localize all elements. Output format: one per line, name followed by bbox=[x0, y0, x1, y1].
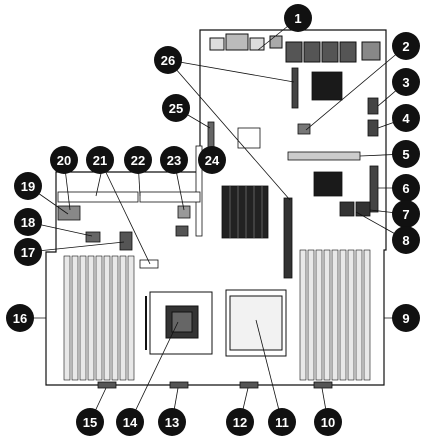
callout-circle bbox=[226, 408, 254, 436]
callout-label: 24 bbox=[205, 153, 220, 168]
callout-label: 23 bbox=[167, 153, 181, 168]
callout-circle bbox=[76, 408, 104, 436]
callout-circle bbox=[162, 94, 190, 122]
callout-circle bbox=[50, 146, 78, 174]
callout-4: 4 bbox=[392, 104, 420, 132]
callout-label: 17 bbox=[21, 245, 35, 260]
callout-label: 13 bbox=[165, 415, 179, 430]
callout-label: 22 bbox=[131, 153, 145, 168]
callout-label: 3 bbox=[402, 75, 409, 90]
processor-socket-1 bbox=[145, 291, 213, 355]
callout-circle bbox=[154, 46, 182, 74]
callout-label: 8 bbox=[402, 233, 409, 248]
callout-label: 10 bbox=[321, 415, 335, 430]
callout-circle bbox=[392, 68, 420, 96]
callout-20: 20 bbox=[50, 146, 78, 174]
callout-label: 7 bbox=[402, 207, 409, 222]
callout-14: 14 bbox=[116, 408, 144, 436]
callout-label: 21 bbox=[93, 153, 107, 168]
callout-8: 8 bbox=[392, 226, 420, 254]
callout-label: 9 bbox=[402, 311, 409, 326]
callout-13: 13 bbox=[158, 408, 186, 436]
callout-10: 10 bbox=[314, 408, 342, 436]
callout-circle bbox=[158, 408, 186, 436]
callout-circle bbox=[284, 4, 312, 32]
board-components bbox=[57, 67, 379, 279]
callout-circle bbox=[392, 174, 420, 202]
callout-21: 21 bbox=[86, 146, 114, 174]
callout-circle bbox=[6, 304, 34, 332]
callout-circle bbox=[392, 200, 420, 228]
callout-circle bbox=[116, 408, 144, 436]
callout-16: 16 bbox=[6, 304, 34, 332]
callout-label: 20 bbox=[57, 153, 71, 168]
callout-circle bbox=[86, 146, 114, 174]
rear-io-connectors bbox=[209, 33, 381, 63]
callout-circle bbox=[314, 408, 342, 436]
callout-circle bbox=[392, 32, 420, 60]
callout-label: 4 bbox=[402, 111, 410, 126]
callout-2: 2 bbox=[392, 32, 420, 60]
callout-label: 5 bbox=[402, 147, 409, 162]
callout-26: 26 bbox=[154, 46, 182, 74]
callout-label: 16 bbox=[13, 311, 27, 326]
callout-circle bbox=[392, 140, 420, 168]
callout-circle bbox=[14, 172, 42, 200]
callout-6: 6 bbox=[392, 174, 420, 202]
callout-circle bbox=[392, 226, 420, 254]
callout-circle bbox=[392, 304, 420, 332]
processor-socket-2 bbox=[225, 289, 287, 357]
callout-7: 7 bbox=[392, 200, 420, 228]
callout-12: 12 bbox=[226, 408, 254, 436]
callout-label: 18 bbox=[21, 215, 35, 230]
callout-label: 6 bbox=[402, 181, 409, 196]
bottom-connectors bbox=[97, 381, 333, 389]
callout-11: 11 bbox=[268, 408, 296, 436]
callout-label: 1 bbox=[294, 11, 301, 26]
callout-label: 2 bbox=[402, 39, 409, 54]
callout-circle bbox=[160, 146, 188, 174]
callout-15: 15 bbox=[76, 408, 104, 436]
callout-19: 19 bbox=[14, 172, 42, 200]
dimm-slots-left bbox=[63, 255, 135, 381]
callout-22: 22 bbox=[124, 146, 152, 174]
callout-label: 25 bbox=[169, 101, 183, 116]
callout-25: 25 bbox=[162, 94, 190, 122]
callout-18: 18 bbox=[14, 208, 42, 236]
callout-circle bbox=[124, 146, 152, 174]
dimm-slots-right bbox=[299, 249, 371, 381]
callout-1: 1 bbox=[284, 4, 312, 32]
callout-label: 15 bbox=[83, 415, 97, 430]
callout-label: 11 bbox=[275, 415, 289, 430]
callout-circle bbox=[198, 146, 226, 174]
callout-circle bbox=[14, 208, 42, 236]
callout-label: 14 bbox=[123, 415, 138, 430]
callout-circle bbox=[392, 104, 420, 132]
callout-circle bbox=[14, 238, 42, 266]
callout-17: 17 bbox=[14, 238, 42, 266]
callout-9: 9 bbox=[392, 304, 420, 332]
callout-5: 5 bbox=[392, 140, 420, 168]
callout-label: 26 bbox=[161, 53, 175, 68]
callout-circle bbox=[268, 408, 296, 436]
callout-23: 23 bbox=[160, 146, 188, 174]
callout-label: 19 bbox=[21, 179, 35, 194]
callout-3: 3 bbox=[392, 68, 420, 96]
callout-label: 12 bbox=[233, 415, 247, 430]
callout-24: 24 bbox=[198, 146, 226, 174]
